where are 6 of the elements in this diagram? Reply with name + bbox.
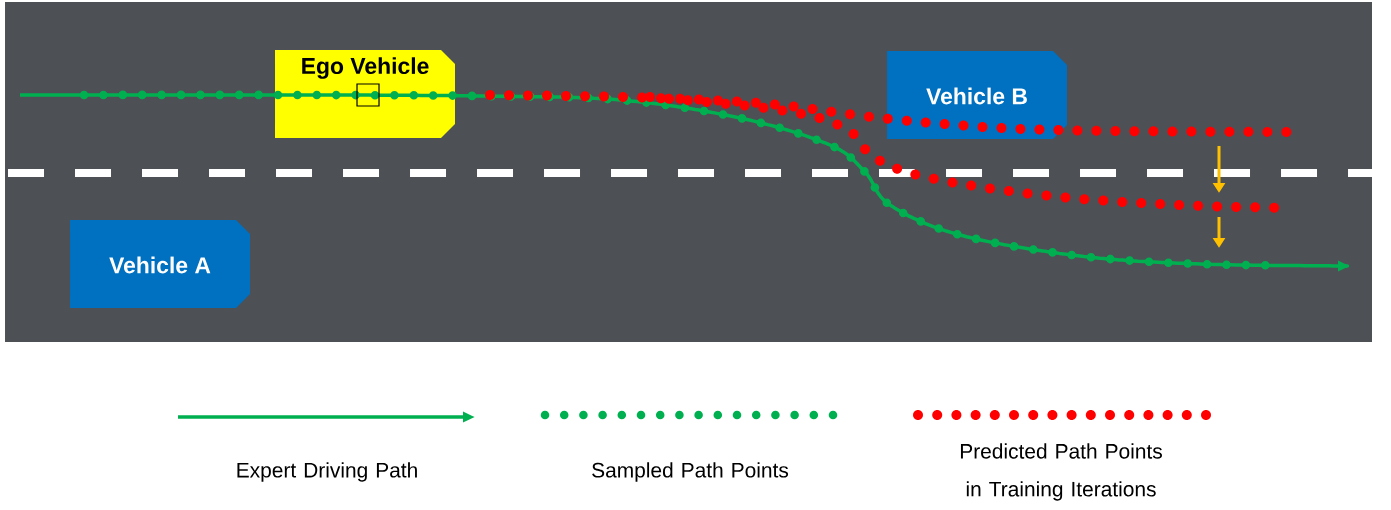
vehicle-box: Vehicle A — [70, 220, 250, 308]
legend-label: Predicted Path Points in Training Iterations — [960, 443, 1162, 501]
vehicle-box: Ego Vehicle — [275, 50, 455, 138]
vehicle-box: Vehicle B — [887, 51, 1067, 139]
legend-label: Sampled Path Points — [592, 462, 789, 482]
legend-label: Expert Driving Path — [237, 462, 417, 482]
